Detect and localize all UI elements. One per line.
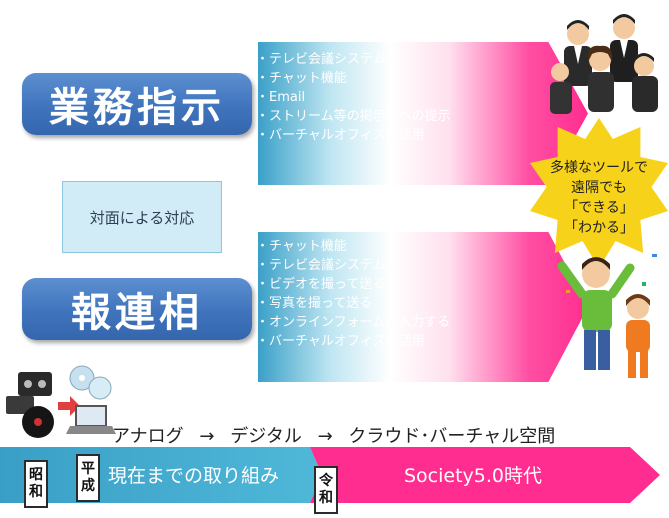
star-line-3: 「できる」 <box>564 200 634 216</box>
current-efforts-label: 現在までの取り組み <box>108 465 280 487</box>
era-heisei-tag: 平 成 <box>76 454 100 502</box>
taimen-label: 対面による対応 <box>89 208 195 227</box>
era-heisei-char-1: 平 <box>81 461 95 477</box>
list-item: オンラインフォームへ入力する <box>256 313 450 332</box>
horenso-items-list: チャット機能 テレビ会議システム ビデオを撮って送る 写真を撮って送る オンライ… <box>256 237 450 351</box>
gyomu-box: 業務指示 <box>22 73 252 135</box>
analog-label: アナログ <box>112 426 184 447</box>
analog-media-icon <box>6 365 116 438</box>
taimen-box: 対面による対応 <box>62 181 222 253</box>
arrow-1: → <box>199 426 215 447</box>
list-item: チャット機能 <box>256 69 451 88</box>
era-reiwa-char-1: 令 <box>319 473 333 489</box>
kids-illustration <box>557 254 657 378</box>
progression-line: アナログ → デジタル → クラウド･バーチャル空間 <box>112 422 555 448</box>
arrow-2: → <box>317 426 333 447</box>
business-people-illustration <box>550 14 658 114</box>
cloud-label: クラウド･バーチャル空間 <box>348 426 556 447</box>
star-line-2: 遠隔でも <box>571 180 627 196</box>
era-showa-char-1: 昭 <box>29 467 43 483</box>
digital-label: デジタル <box>230 426 302 447</box>
era-heisei-char-2: 成 <box>81 478 95 494</box>
star-line-1: 多様なツールで <box>550 160 648 176</box>
era-reiwa-char-2: 和 <box>319 490 333 506</box>
list-item: 写真を撮って送る <box>256 294 450 313</box>
list-item: ビデオを撮って送る <box>256 275 450 294</box>
list-item: テレビ会議システム <box>256 50 451 69</box>
horenso-box: 報連相 <box>22 278 252 340</box>
list-item: バーチャルオフィスの活用 <box>256 332 450 351</box>
list-item: チャット機能 <box>256 237 450 256</box>
era-showa-tag: 昭 和 <box>24 460 48 508</box>
list-item: Email <box>256 88 451 107</box>
era-reiwa-tag: 令 和 <box>314 466 338 514</box>
list-item: ストリーム等の掲示板への提示 <box>256 107 451 126</box>
gyomu-label: 業務指示 <box>49 85 225 131</box>
era-showa-char-2: 和 <box>29 484 43 500</box>
list-item: テレビ会議システム <box>256 256 450 275</box>
horenso-label: 報連相 <box>71 290 203 336</box>
list-item: バーチャルオフィスの活用 <box>256 126 451 145</box>
star-text: 多様なツールで 遠隔でも 「できる」 「わかる」 <box>540 158 658 238</box>
gyomu-items-list: テレビ会議システム チャット機能 Email ストリーム等の掲示板への提示 バー… <box>256 50 451 145</box>
society-label: Society5.0時代 <box>404 465 543 487</box>
star-line-4: 「わかる」 <box>564 220 634 236</box>
